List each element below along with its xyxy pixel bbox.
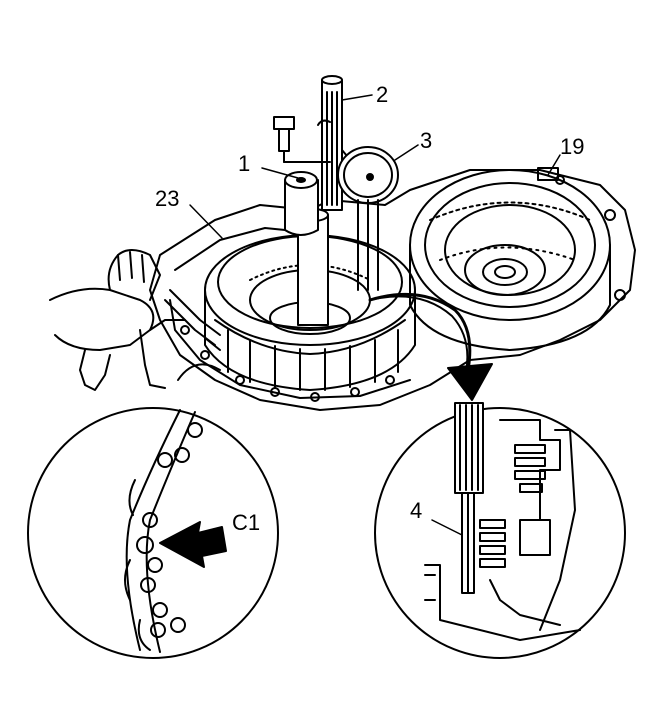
item-2-rod [317, 75, 343, 211]
callout-19: 19 [560, 134, 585, 159]
item-3-dial-indicator [337, 146, 399, 291]
callout-3: 3 [420, 128, 433, 153]
detail-arrow [177, 292, 493, 401]
detail-circle-right [374, 402, 626, 659]
leader-lines [189, 94, 561, 536]
callout-23: 23 [155, 186, 180, 211]
callout-c1: C1 [232, 510, 261, 535]
transmission-case [149, 169, 636, 411]
hand-with-air-nozzle [49, 249, 221, 391]
item-1-post [284, 171, 319, 236]
callout-2: 2 [376, 82, 389, 107]
bolt [273, 116, 331, 163]
callout-4: 4 [410, 498, 423, 523]
detail-circle-left [27, 407, 279, 659]
callout-1: 1 [238, 151, 251, 176]
component-19-drum [409, 167, 611, 351]
c1-arrow [159, 521, 227, 568]
